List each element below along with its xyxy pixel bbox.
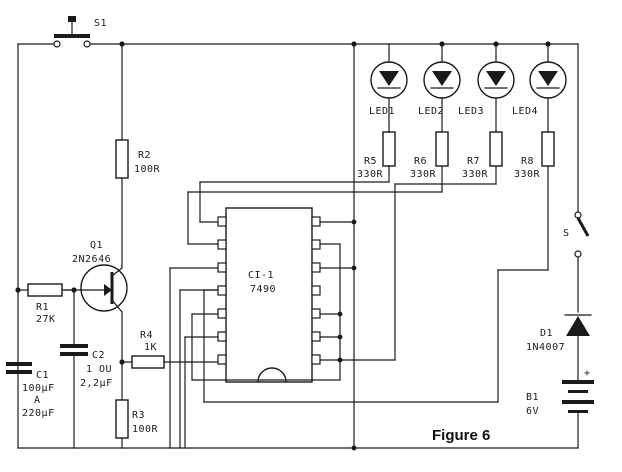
junction-dot <box>15 287 21 293</box>
label-r2-name: R2 <box>138 150 151 161</box>
resistor-r4 <box>121 355 219 369</box>
junction-dot <box>351 219 357 225</box>
label-b1-value: 6V <box>526 406 539 417</box>
label-r5-value: 330R <box>357 169 384 180</box>
label-q1-part: 2N2646 <box>72 254 111 265</box>
label-d1-part: 1N4007 <box>526 342 565 353</box>
resistor-r1 <box>17 283 75 297</box>
label-led2: LED2 <box>418 106 444 117</box>
led-output-wires <box>187 165 549 403</box>
label-c2-name: C2 <box>92 350 105 361</box>
label-r7-name: R7 <box>467 156 480 167</box>
label-r8-value: 330R <box>514 169 541 180</box>
label-b1-name: B1 <box>526 392 539 403</box>
label-r4-value: 1K <box>144 342 157 353</box>
led-4 <box>529 43 567 167</box>
junction-dot <box>351 265 357 271</box>
capacitor-c1 <box>6 362 32 374</box>
led-3 <box>477 43 515 167</box>
label-r7-value: 330R <box>462 169 489 180</box>
figure-label: Figure 6 <box>432 427 490 444</box>
junction-dot <box>351 445 357 451</box>
junction-dot <box>337 334 343 340</box>
label-r1-value: 27K <box>36 314 56 325</box>
junction-dot <box>337 357 343 363</box>
ic-left-wiring <box>169 267 219 449</box>
ic-7490 <box>217 207 321 383</box>
label-r3-value: 100R <box>132 424 159 435</box>
resistor-r3 <box>115 311 129 449</box>
label-ic-part: 7490 <box>250 284 276 295</box>
ujt-q1 <box>63 264 128 313</box>
led-1 <box>370 43 408 167</box>
label-r3-name: R3 <box>132 410 145 421</box>
capacitor-c2 <box>60 289 88 449</box>
label-r4-name: R4 <box>140 330 153 341</box>
ic-right-wiring <box>191 43 355 449</box>
led-2 <box>423 43 461 167</box>
resistor-r2 <box>115 43 129 269</box>
label-c1-line2: A <box>34 395 41 406</box>
label-c1-line3: 220μF <box>22 408 55 419</box>
label-r8-name: R8 <box>521 156 534 167</box>
label-led4: LED4 <box>512 106 538 117</box>
label-ic-name: CI-1 <box>248 270 274 281</box>
label-s1: S1 <box>94 18 107 29</box>
label-led3: LED3 <box>458 106 484 117</box>
label-r6-name: R6 <box>414 156 427 167</box>
diode-d1 <box>564 314 592 381</box>
junction-dot <box>337 311 343 317</box>
label-led1: LED1 <box>369 106 395 117</box>
label-b1-plus: + <box>584 368 591 379</box>
label-r6-value: 330R <box>410 169 437 180</box>
battery-b1 <box>562 380 594 449</box>
label-c1-name: C1 <box>36 370 49 381</box>
label-r2-value: 100R <box>134 164 161 175</box>
label-r5-name: R5 <box>364 156 377 167</box>
label-r1-name: R1 <box>36 302 49 313</box>
switch-s1 <box>53 16 91 48</box>
label-c2-line2: 2,2μF <box>80 378 113 389</box>
label-c1-line1: 100μF <box>22 383 55 394</box>
label-s: S <box>563 228 570 239</box>
switch-s <box>574 43 590 313</box>
label-c2-line1: 1 OU <box>86 364 112 375</box>
label-q1-name: Q1 <box>90 240 103 251</box>
label-d1-name: D1 <box>540 328 553 339</box>
